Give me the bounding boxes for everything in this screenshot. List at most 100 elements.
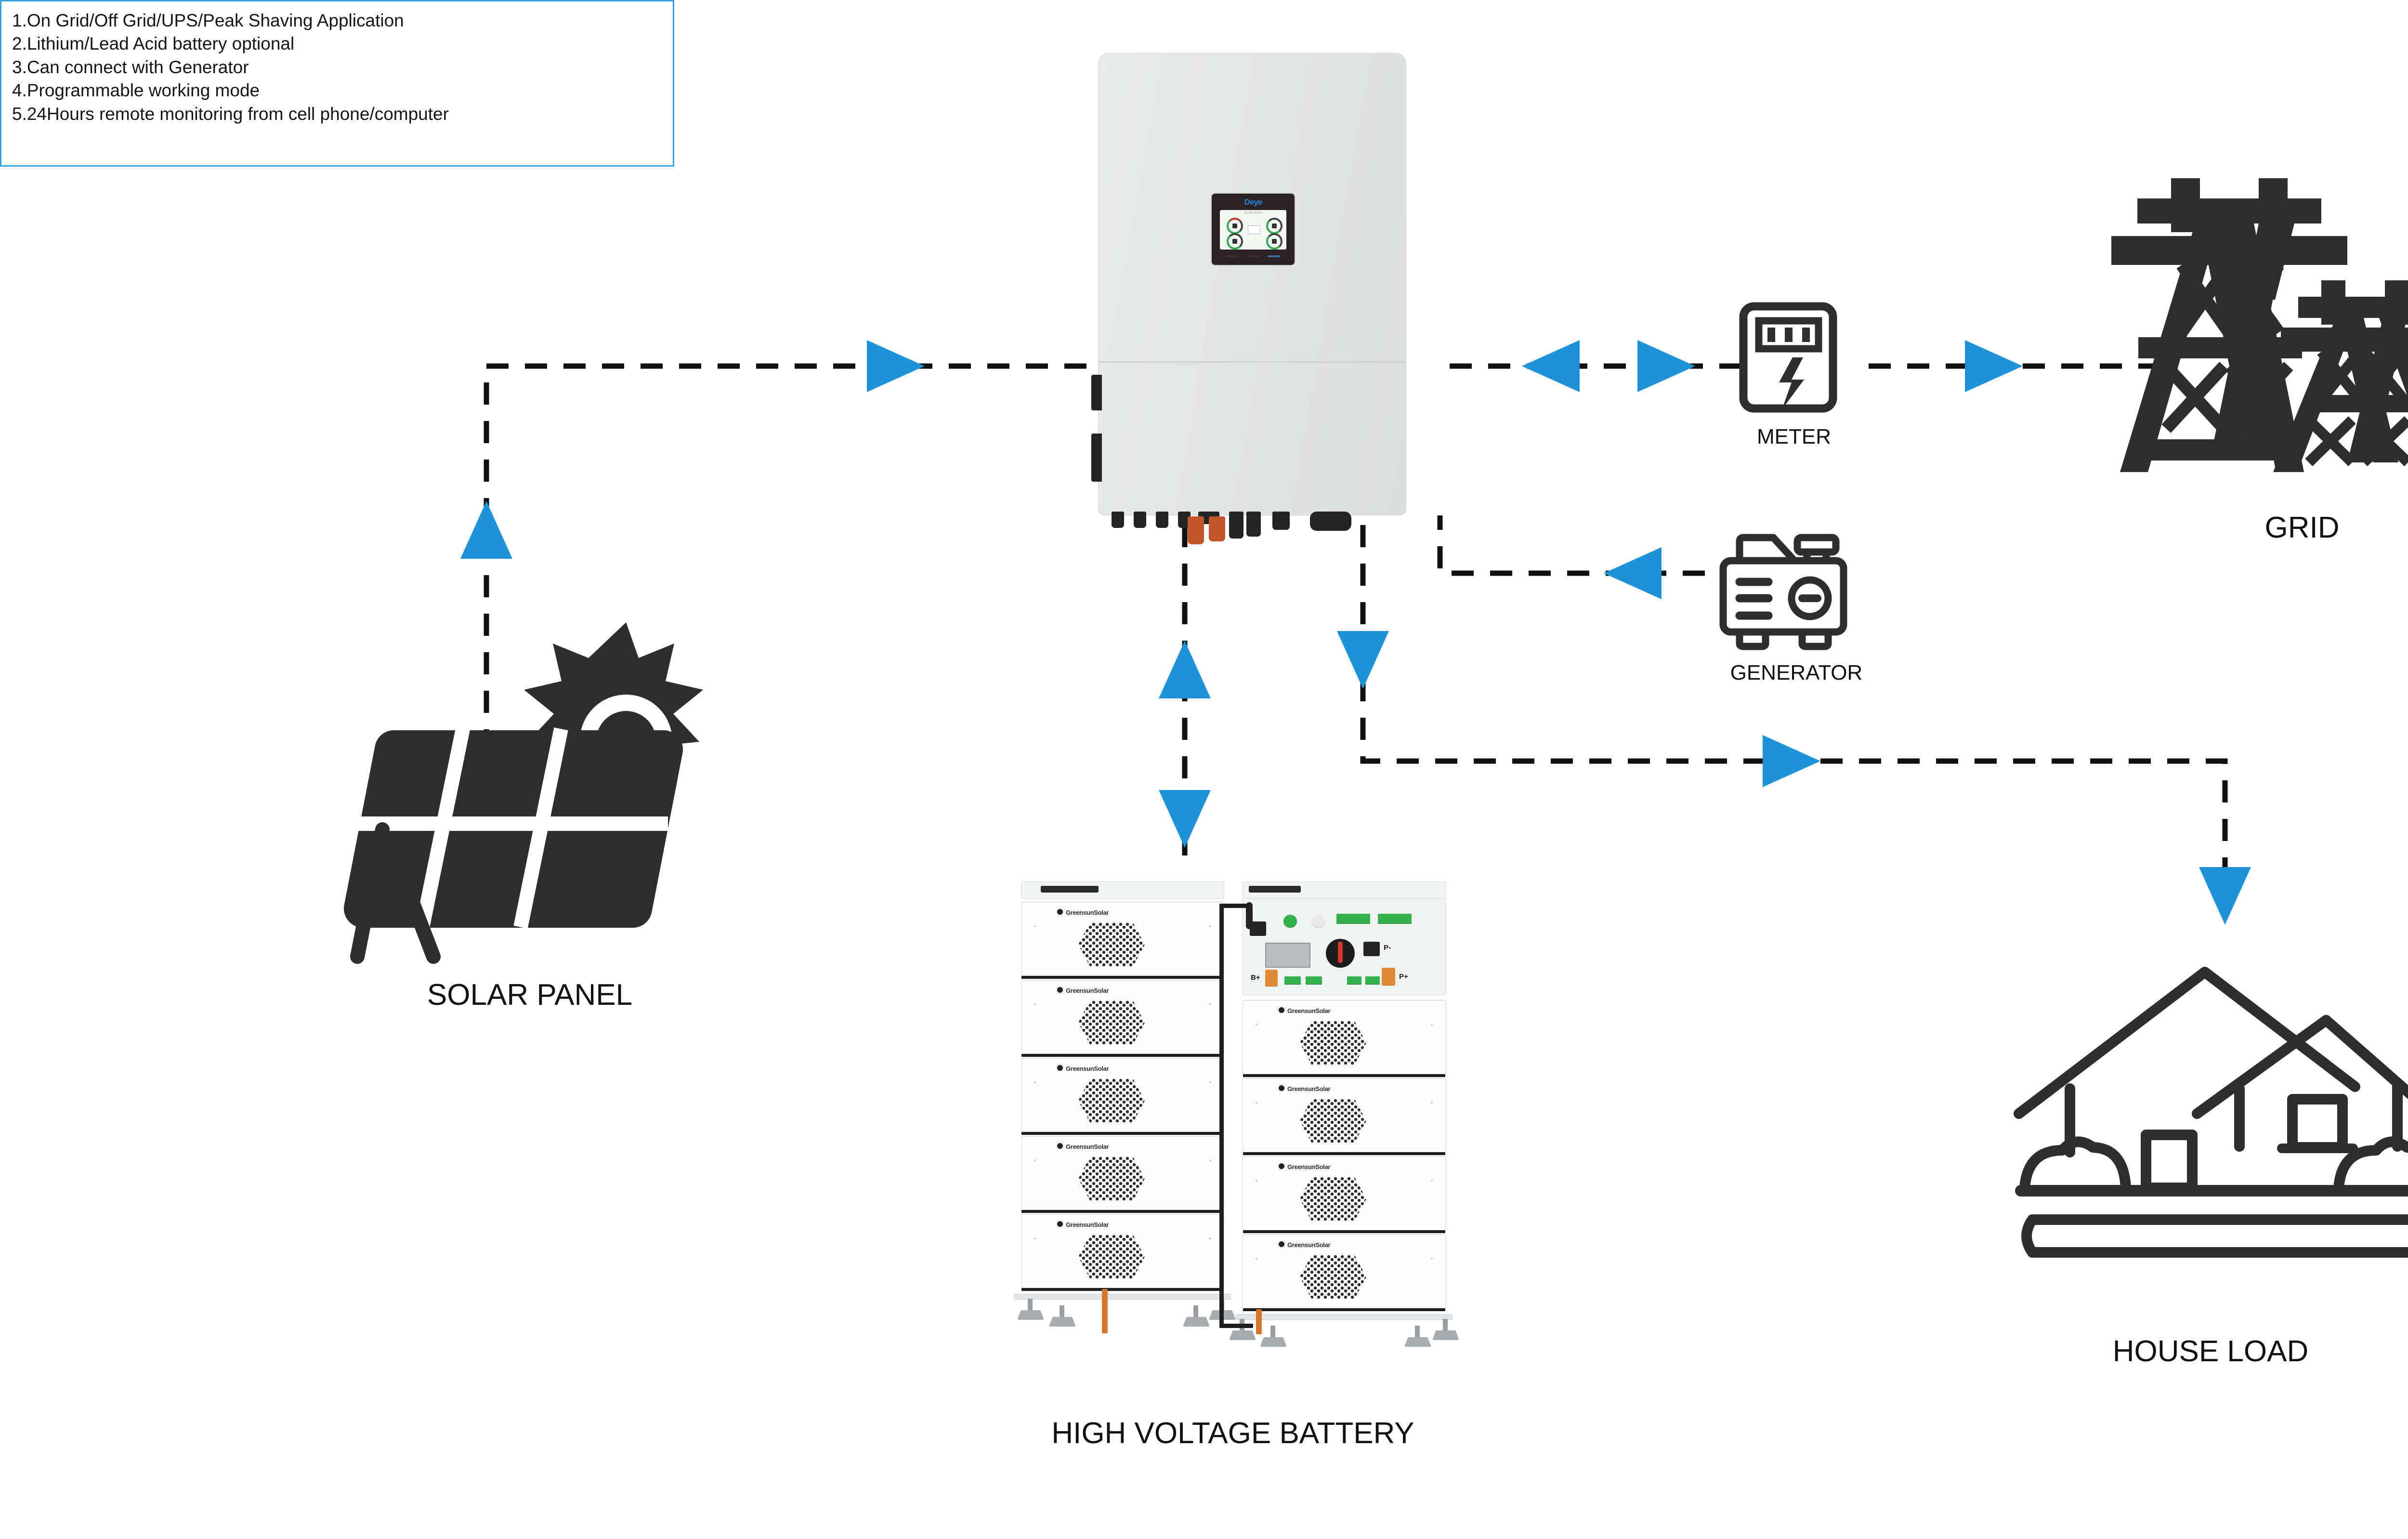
vent-icon	[1078, 922, 1145, 967]
meter-label: METER	[1757, 425, 1831, 448]
solar-panel-label: SOLAR PANEL	[427, 978, 633, 1012]
load-gauge-icon	[1266, 233, 1283, 250]
vent-icon	[1300, 1177, 1366, 1221]
inverter-screen-center	[1248, 225, 1260, 234]
battery-handle	[1041, 886, 1099, 893]
battery-module: GreensunSolar	[1021, 1136, 1224, 1213]
battery-base-rail	[1236, 1314, 1453, 1320]
bms-display	[1265, 943, 1310, 968]
feature-item: 1.On Grid/Off Grid/UPS/Peak Shaving Appl…	[12, 11, 404, 30]
battery-foot	[1432, 1319, 1459, 1341]
vent-icon	[1078, 1079, 1145, 1123]
battery-module: GreensunSolar	[1021, 1214, 1224, 1291]
inverter-side-tab	[1091, 434, 1102, 482]
battery-foot	[1229, 1319, 1256, 1341]
battery-brand: GreensunSolar	[1287, 1241, 1331, 1249]
battery-brand: GreensunSolar	[1287, 1085, 1331, 1092]
battery-top-plate	[1021, 881, 1224, 899]
battery-brand: GreensunSolar	[1066, 909, 1109, 916]
battery-brand: GreensunSolar	[1066, 987, 1109, 994]
bms-terminal-label: B+	[1251, 973, 1260, 982]
feature-list: 1.On Grid/Off Grid/UPS/Peak Shaving Appl…	[12, 9, 662, 126]
flow-arrows	[460, 340, 2251, 925]
generator-icon	[1719, 534, 1847, 650]
battery-brand: GreensunSolar	[1287, 1007, 1331, 1014]
arrow-to-inverter-left	[1522, 340, 1580, 392]
battery-brand: GreensunSolar	[1066, 1065, 1109, 1072]
battery-module: GreensunSolar	[1243, 1000, 1446, 1077]
inverter-screen-title: System Status	[1243, 211, 1263, 214]
generator-node[interactable]: GENERATOR	[1695, 525, 1898, 703]
vent-icon	[1078, 1000, 1145, 1045]
bms-terminal-bplus	[1265, 970, 1278, 986]
arrow-house-final-down	[2199, 867, 2251, 925]
wire-generator-to-inverter	[1437, 515, 1705, 576]
vent-icon	[1300, 1099, 1366, 1143]
generator-label: GENERATOR	[1730, 661, 1863, 684]
inverter-screen: System Status	[1220, 210, 1286, 250]
arrow-house-down	[1337, 631, 1389, 689]
battery-foot	[1404, 1326, 1431, 1348]
hybrid-inverter[interactable]: Deye System Status	[1091, 53, 1406, 544]
battery-cable	[1102, 1289, 1108, 1333]
battery-module: GreensunSolar	[1021, 902, 1224, 979]
battery-brand: GreensunSolar	[1066, 1221, 1109, 1228]
feature-list-box: 1.On Grid/Off Grid/UPS/Peak Shaving Appl…	[0, 0, 674, 167]
bms-terminal-label: P+	[1399, 973, 1408, 981]
battery-busbar	[1219, 904, 1224, 1328]
house-load-label: HOUSE LOAD	[2112, 1335, 2309, 1368]
feature-item: 4.Programmable working mode	[12, 80, 260, 101]
inverter-brand-logo: Deye	[1244, 197, 1263, 207]
electric-meter-icon	[1739, 302, 1837, 413]
inverter-display[interactable]: Deye System Status	[1212, 194, 1295, 265]
battery-brand: GreensunSolar	[1066, 1143, 1109, 1150]
grid-node[interactable]: GRID	[2109, 173, 2408, 607]
arrow-generator-left	[1604, 547, 1662, 599]
battery-bms-panel[interactable]: P- B+ P+	[1243, 898, 1446, 995]
house-load-node[interactable]: HOUSE LOAD	[1989, 944, 2408, 1431]
vent-icon	[1078, 1157, 1145, 1201]
solar-panel-node[interactable]: SOLAR PANEL	[337, 612, 722, 1045]
battery-foot	[1260, 1326, 1287, 1348]
battery-label: HIGH VOLTAGE BATTERY	[1051, 1417, 1414, 1450]
arrow-battery-up	[1159, 641, 1211, 698]
inverter-side-tab	[1091, 375, 1102, 410]
battery-module: GreensunSolar	[1243, 1156, 1446, 1233]
battery-foot	[1049, 1305, 1076, 1328]
arrow-house-right	[1763, 735, 1820, 787]
inverter-connectors	[1098, 512, 1406, 549]
battery-module: GreensunSolar	[1243, 1234, 1446, 1311]
battery-busbar	[1221, 904, 1250, 908]
bms-rotary-switch[interactable]	[1326, 939, 1355, 968]
wire-solar-to-inverter	[484, 363, 1103, 751]
battery-top-plate	[1243, 881, 1446, 899]
arrow-solar-right	[867, 340, 925, 392]
arrow-battery-down	[1159, 790, 1211, 848]
feature-item: 3.Can connect with Generator	[12, 57, 249, 77]
feature-item: 5.24Hours remote monitoring from cell ph…	[12, 104, 449, 124]
battery-rack-node[interactable]: GreensunSolar GreensunSolar GreensunSola…	[1002, 881, 1464, 1450]
arrow-solar-up	[460, 501, 512, 559]
battery-gauge-icon	[1227, 233, 1243, 250]
feature-item: 2.Lithium/Lead Acid battery optional	[12, 34, 295, 54]
power-pylon-icon	[2111, 178, 2408, 472]
vent-icon	[1300, 1255, 1366, 1299]
solar-panel-icon	[343, 622, 703, 964]
arrow-to-meter-right	[1637, 340, 1695, 392]
solar-gauge-icon	[1227, 218, 1243, 234]
inverter-chassis: Deye System Status	[1091, 53, 1406, 515]
inverter-seam	[1098, 361, 1406, 363]
house-icon	[2014, 967, 2408, 1258]
bms-terminal-pplus	[1382, 968, 1395, 985]
bms-terminal-label: P-	[1384, 944, 1391, 952]
grid-gauge-icon	[1266, 218, 1283, 234]
battery-module: GreensunSolar	[1021, 980, 1224, 1057]
meter-node[interactable]: METER	[1710, 299, 1878, 472]
battery-module: GreensunSolar	[1021, 1058, 1224, 1135]
battery-base-rail	[1014, 1294, 1231, 1300]
battery-cable	[1256, 1309, 1262, 1334]
battery-brand: GreensunSolar	[1287, 1163, 1331, 1171]
inverter-keypad[interactable]	[1226, 254, 1280, 258]
